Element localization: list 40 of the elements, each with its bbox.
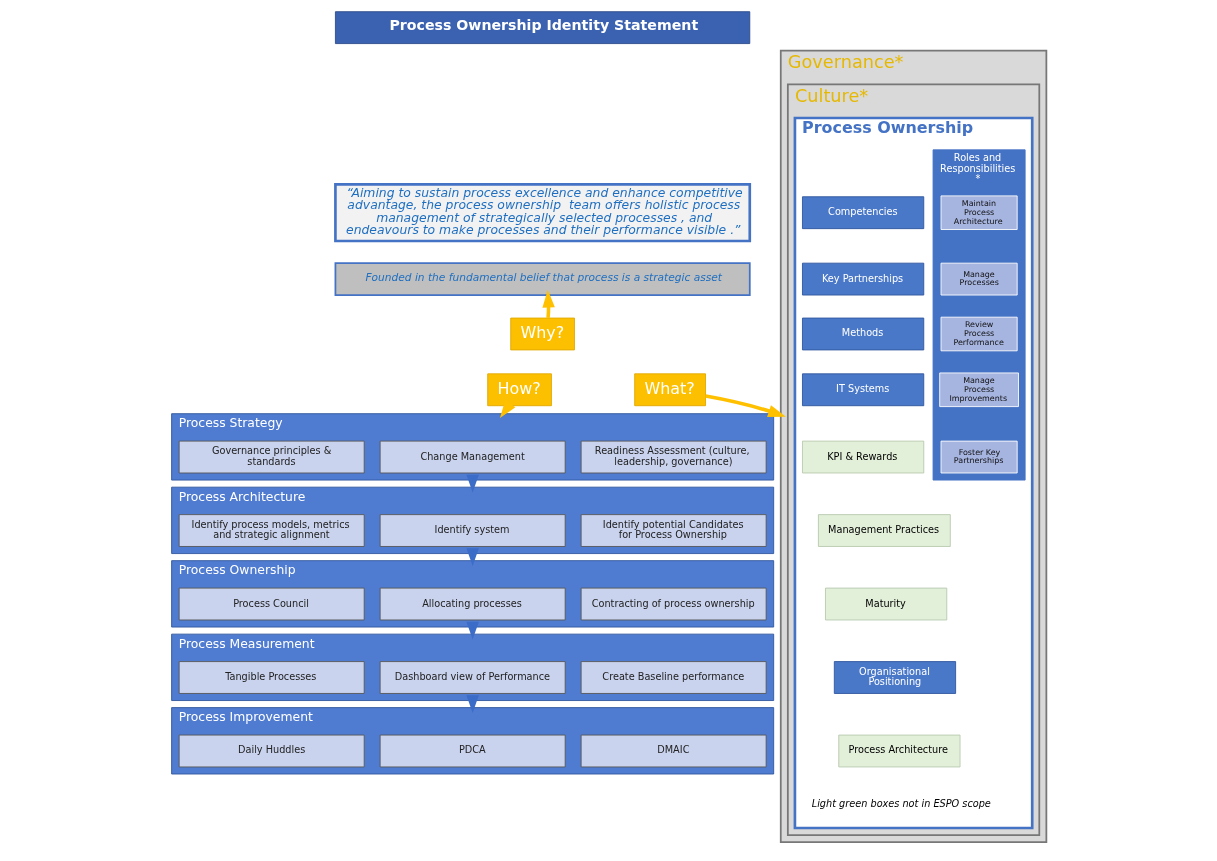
arrow <box>465 695 479 713</box>
node-box: Competencies <box>801 196 924 230</box>
node-box: DMAIC <box>580 734 767 768</box>
arrow <box>465 548 479 566</box>
node-box: PDCA <box>379 734 566 768</box>
node-box: Allocating processes <box>379 587 566 621</box>
node-box: Maintain Process Architecture <box>940 195 1018 230</box>
node-box: Review Process Performance <box>940 316 1018 352</box>
arrow <box>465 621 479 640</box>
node-box: Tangible Processes <box>178 661 365 694</box>
node-box: IT Systems <box>801 373 924 407</box>
node-label: Light green boxes not in ESPO scope <box>811 797 991 809</box>
node-box: Readiness Assessment (culture, leadership, governance) <box>580 440 767 474</box>
node-box: Manage Process Improvements <box>938 372 1019 408</box>
node-box: Process Architecture <box>837 734 960 768</box>
node-box: Management Practices <box>817 514 951 547</box>
node-box: Key Partnerships <box>801 262 924 296</box>
node-box: Identify system <box>379 514 566 547</box>
node-box: Daily Huddles <box>178 734 365 768</box>
arrow <box>704 394 786 417</box>
node-box: Foster Key Partnerships <box>940 440 1018 474</box>
node-box: “Aiming to sustain process excellence and enhance competitive advantage, the process ownership team offers holistic process management of strategically selected processes , and endeavours to make processes and their performance visible .” <box>333 183 751 243</box>
node-box: Maturity <box>824 587 947 621</box>
node-box: Dashboard view of Performance <box>379 661 566 694</box>
node-box: Manage Processes <box>940 262 1018 296</box>
node-box: What? <box>633 373 706 407</box>
node-box: Process Ownership Identity Statement <box>334 11 750 45</box>
node-box: Contracting of process ownership <box>580 587 767 621</box>
node-box: Change Management <box>379 440 566 474</box>
node-box: Identify process models, metrics and strategic alignment <box>178 514 365 547</box>
arrow <box>465 474 479 493</box>
node-box: Process Council <box>178 587 365 621</box>
node-box: Founded in the fundamental belief that process is a strategic asset <box>334 262 751 296</box>
node-box: Create Baseline performance <box>580 661 767 694</box>
node-box: Governance principles & standards <box>178 440 365 474</box>
node-box: Methods <box>801 317 924 351</box>
node-box: Organisational Positioning <box>833 661 956 694</box>
node-box: Why? <box>509 317 575 351</box>
node-box: Identify potential Candidates for Process Ownership <box>580 514 767 547</box>
node-box: KPI & Rewards <box>801 440 924 474</box>
